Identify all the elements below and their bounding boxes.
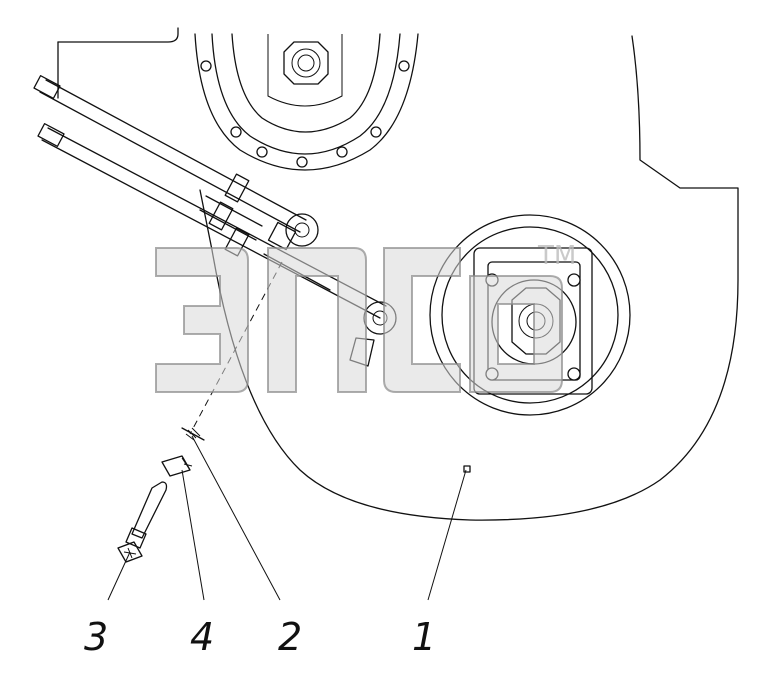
callout-number: 1 — [412, 615, 436, 659]
watermark-logo: TM — [155, 241, 576, 393]
pin-part-3 — [117, 481, 168, 563]
housing-marker — [463, 465, 471, 473]
bushing-part-4 — [161, 455, 193, 477]
callout-number: 4 — [190, 615, 214, 659]
callout-number: 2 — [278, 615, 302, 659]
callout-number: 3 — [84, 615, 108, 659]
leader-lines — [107, 435, 467, 601]
trademark-sign: TM — [537, 241, 576, 271]
washer-part-2 — [181, 427, 205, 441]
upper-flange — [194, 33, 419, 171]
